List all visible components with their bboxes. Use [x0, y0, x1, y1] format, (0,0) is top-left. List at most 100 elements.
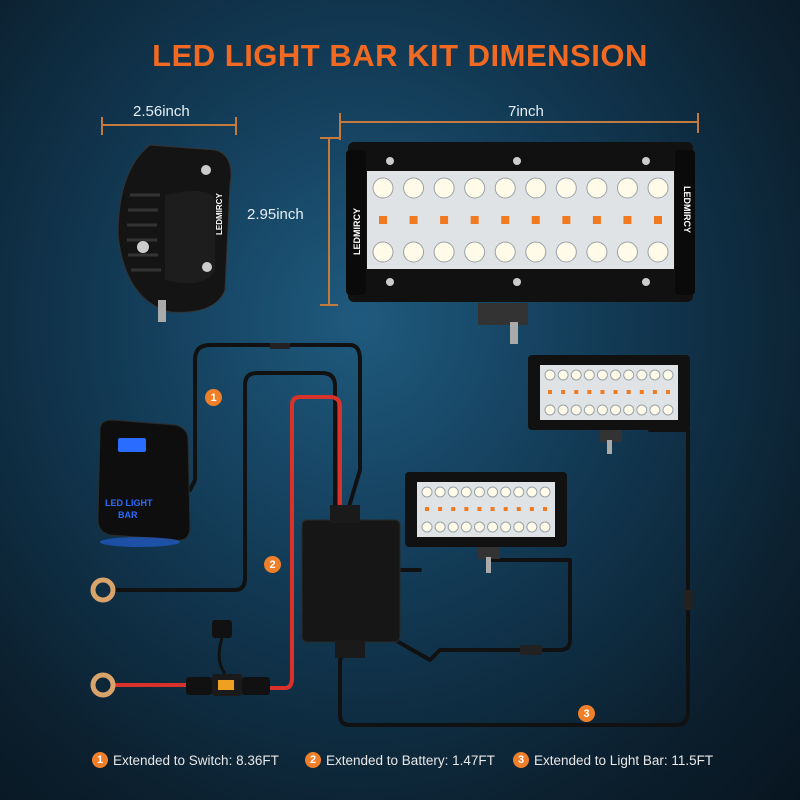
led-white: [544, 369, 556, 381]
led-white: [596, 404, 608, 416]
led-amber: [587, 390, 592, 394]
led-white: [555, 177, 577, 199]
led-amber: [379, 216, 387, 224]
led-white: [570, 404, 582, 416]
large-bar-width-label: 7inch: [508, 103, 544, 120]
led-white: [525, 241, 547, 263]
callout-badge-2: 2: [264, 556, 281, 573]
led-white: [526, 521, 538, 533]
led-white: [494, 177, 516, 199]
large-light-bar: LEDMIRCY LEDMIRCY: [346, 142, 695, 344]
led-white: [447, 521, 459, 533]
fuse-holder: [186, 620, 270, 696]
rocker-switch: LED LIGHT BAR: [97, 419, 191, 547]
led-amber: [574, 390, 579, 394]
led-white: [487, 521, 499, 533]
led-amber: [470, 216, 479, 224]
led-amber: [626, 390, 631, 394]
led-white: [473, 486, 485, 498]
led-amber: [600, 390, 605, 394]
dimension-lines: [101, 113, 699, 306]
led-white: [623, 404, 635, 416]
led-white: [513, 521, 525, 533]
height-label: 2.95inch: [247, 206, 304, 223]
relay-box: [301, 505, 401, 658]
led-white: [460, 521, 472, 533]
legend-badge: 3: [513, 752, 529, 768]
led-white: [487, 486, 499, 498]
led-amber: [425, 507, 429, 511]
led-amber: [562, 216, 571, 224]
led-amber: [451, 507, 456, 511]
led-white: [649, 404, 661, 416]
callout-badge-1: 1: [205, 389, 222, 406]
legend-badge: 1: [92, 752, 108, 768]
led-amber: [531, 216, 540, 224]
led-white: [647, 177, 669, 199]
led-amber: [490, 507, 495, 511]
brand-logo: LEDMIRCY: [215, 193, 224, 235]
led-white: [636, 369, 648, 381]
led-amber: [516, 507, 521, 511]
led-white: [494, 241, 516, 263]
wiring-harness: [113, 343, 693, 727]
led-white: [464, 241, 486, 263]
led-white: [372, 177, 394, 199]
led-white: [500, 521, 512, 533]
led-white: [434, 486, 446, 498]
led-white: [403, 241, 425, 263]
legend-text: Extended to Battery: 1.47FT: [326, 752, 495, 768]
led-amber: [639, 390, 644, 394]
led-amber: [666, 390, 670, 394]
led-white: [539, 486, 551, 498]
legend-text: Extended to Light Bar: 11.5FT: [534, 752, 714, 768]
legend-badge: 2: [305, 752, 321, 768]
led-white: [372, 241, 394, 263]
svg-text:LEDMIRCY: LEDMIRCY: [682, 186, 692, 233]
led-amber: [548, 390, 552, 394]
led-white: [500, 486, 512, 498]
led-amber: [409, 216, 418, 224]
led-white: [623, 369, 635, 381]
led-white: [616, 177, 638, 199]
callout-badge-3: 3: [578, 705, 595, 722]
svg-text:LEDMIRCY: LEDMIRCY: [352, 208, 362, 255]
led-amber: [654, 216, 662, 224]
led-white: [421, 521, 433, 533]
led-white: [539, 521, 551, 533]
small-light-width-label: 2.56inch: [133, 103, 190, 120]
led-amber: [592, 216, 601, 224]
led-white: [464, 177, 486, 199]
led-amber: [464, 507, 469, 511]
led-amber: [438, 507, 443, 511]
led-white: [433, 177, 455, 199]
page-title: LED LIGHT BAR KIT DIMENSION: [152, 38, 648, 73]
ring-terminals: [90, 577, 116, 698]
led-white: [570, 369, 582, 381]
led-amber: [613, 390, 618, 394]
compact-pod-light: LEDMIRCY: [117, 144, 232, 322]
led-amber: [529, 507, 534, 511]
legend-item-battery: 2 Extended to Battery: 1.47FT: [305, 752, 495, 768]
legend-text: Extended to Switch: 8.36FT: [113, 752, 279, 768]
led-white: [649, 369, 661, 381]
legend-item-switch: 1 Extended to Switch: 8.36FT: [92, 752, 279, 768]
led-white: [525, 177, 547, 199]
led-white: [596, 369, 608, 381]
led-white: [557, 369, 569, 381]
light-bar-right: [528, 355, 690, 454]
switch-label-line2: BAR: [118, 510, 138, 520]
cable-length-legend: 1 Extended to Switch: 8.36FT 2 Extended …: [0, 752, 800, 774]
led-white: [616, 241, 638, 263]
led-white: [473, 521, 485, 533]
led-white: [447, 486, 459, 498]
led-amber: [501, 216, 510, 224]
legend-item-light-bar: 3 Extended to Light Bar: 11.5FT: [513, 752, 713, 768]
led-white: [583, 404, 595, 416]
led-white: [647, 241, 669, 263]
led-amber: [561, 390, 566, 394]
led-white: [526, 486, 538, 498]
led-white: [610, 369, 622, 381]
led-white: [662, 369, 674, 381]
